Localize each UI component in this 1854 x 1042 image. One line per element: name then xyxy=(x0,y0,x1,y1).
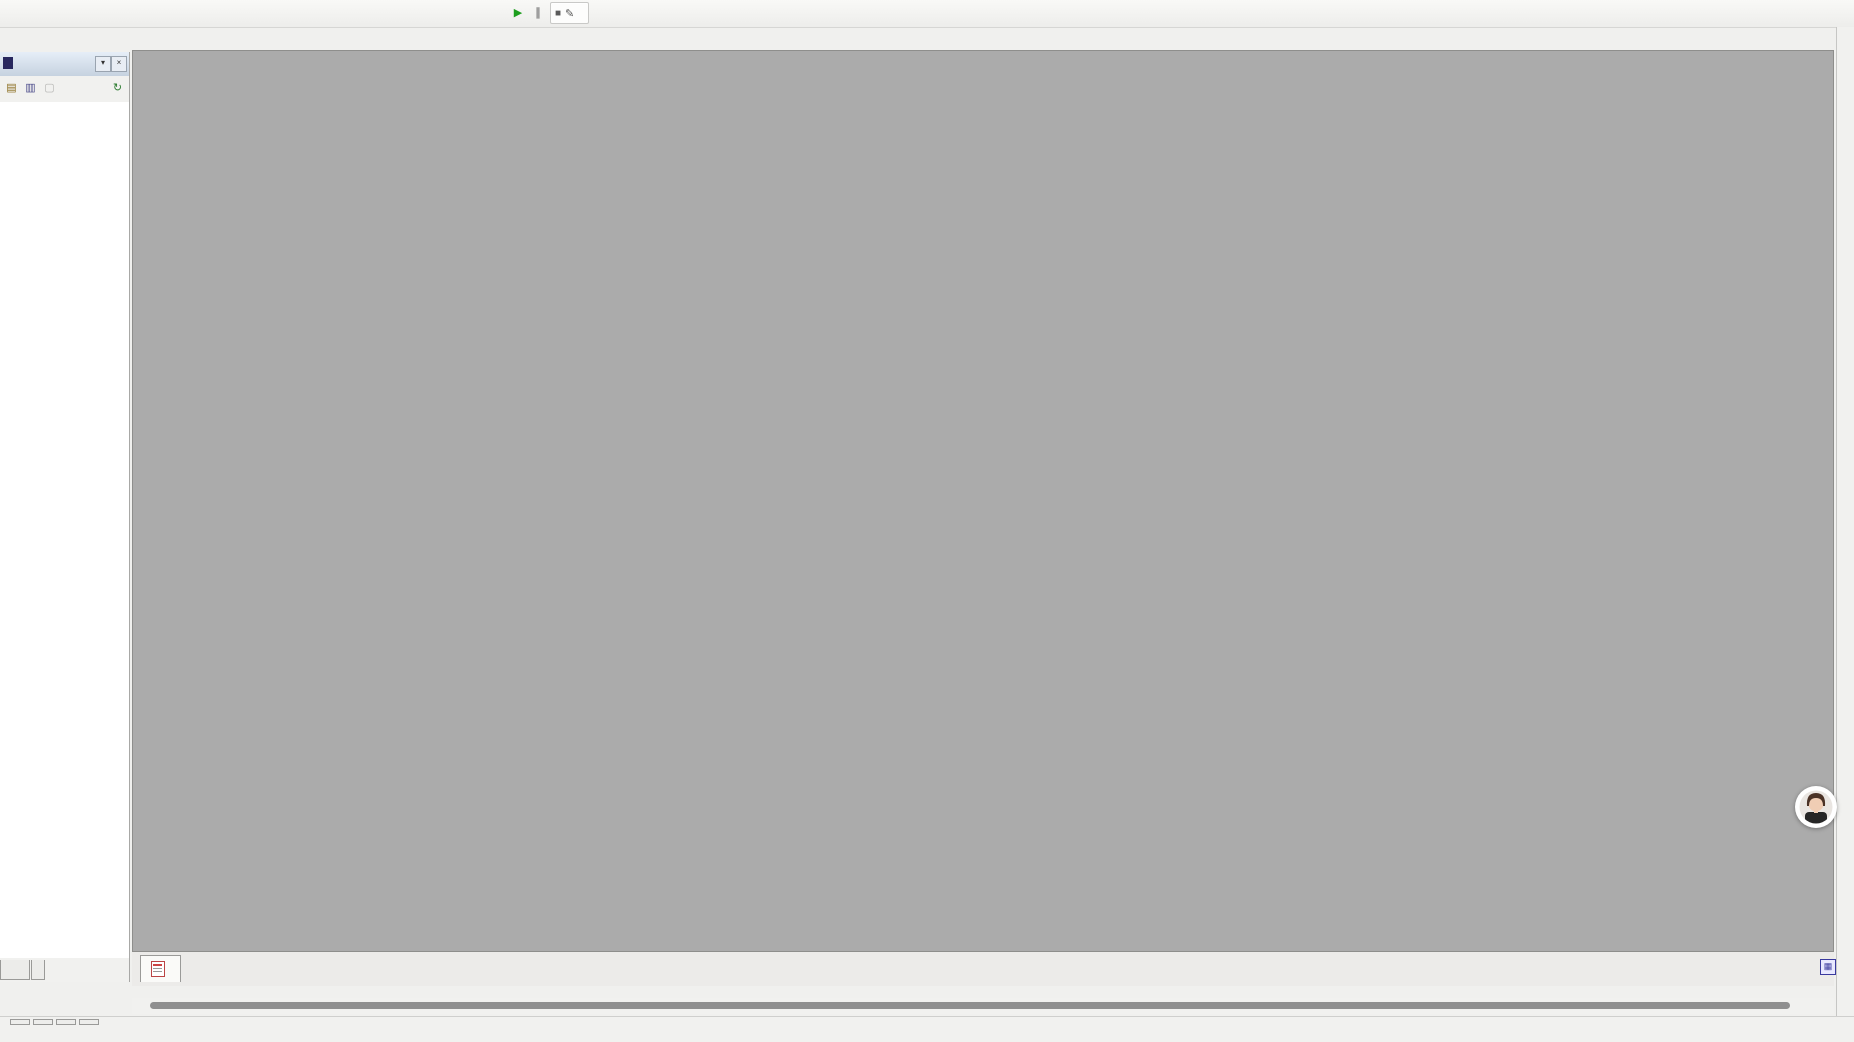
tab-components[interactable] xyxy=(33,1019,53,1025)
design-toolbox-tabs xyxy=(0,960,129,982)
simulation-toolbar: ▶ ∥ ■ ✎ xyxy=(510,2,590,24)
design-tree xyxy=(0,102,129,958)
tab-simulation[interactable] xyxy=(79,1019,99,1025)
interactive-mode-dropdown[interactable]: ■ ✎ xyxy=(550,2,590,24)
save-file-icon[interactable]: ▢ xyxy=(44,82,55,94)
tab-project-view[interactable] xyxy=(31,960,45,980)
horizontal-scrollbar[interactable] xyxy=(132,998,1834,1014)
schematic-canvas[interactable] xyxy=(133,51,1834,952)
stop-simulation-icon[interactable]: ■ xyxy=(555,7,562,19)
instruments-toolbar xyxy=(1836,27,1854,1016)
schematic-workspace xyxy=(132,50,1834,952)
design-toolbox-title-chip xyxy=(3,57,13,69)
tab-visibility[interactable] xyxy=(0,960,30,980)
design-toolbox-header: ▾ × xyxy=(0,52,129,77)
design-toolbox-panel: ▾ × ▤ ▥ ▢ ↻ xyxy=(0,52,130,982)
main-toolbar: ▶ ∥ ■ ✎ xyxy=(0,0,1854,28)
document-tabstrip: ▦ xyxy=(132,952,1836,986)
open-file-icon[interactable]: ▥ xyxy=(25,82,36,94)
new-folder-icon[interactable]: ▤ xyxy=(6,82,17,94)
edit-icon: ✎ xyxy=(565,7,575,20)
design-toolbox-toolbar: ▤ ▥ ▢ ↻ xyxy=(0,76,129,103)
document-tab[interactable] xyxy=(140,955,181,982)
pause-simulation-icon[interactable]: ∥ xyxy=(535,7,541,19)
horizontal-scrollbar-thumb[interactable] xyxy=(150,1002,1790,1009)
tab-nets[interactable] xyxy=(10,1019,30,1025)
panel-minimize-icon[interactable]: ▾ xyxy=(95,56,111,72)
schematic-doc-icon xyxy=(151,961,165,977)
tab-copper-layers[interactable] xyxy=(56,1019,76,1025)
workspace-corner-icon[interactable]: ▦ xyxy=(1820,959,1836,975)
presenter-avatar xyxy=(1795,786,1837,828)
run-simulation-icon[interactable]: ▶ xyxy=(513,7,523,19)
spreadsheet-view-bar xyxy=(0,1016,1854,1042)
refresh-icon[interactable]: ↻ xyxy=(112,82,123,94)
panel-close-icon[interactable]: × xyxy=(111,56,127,72)
